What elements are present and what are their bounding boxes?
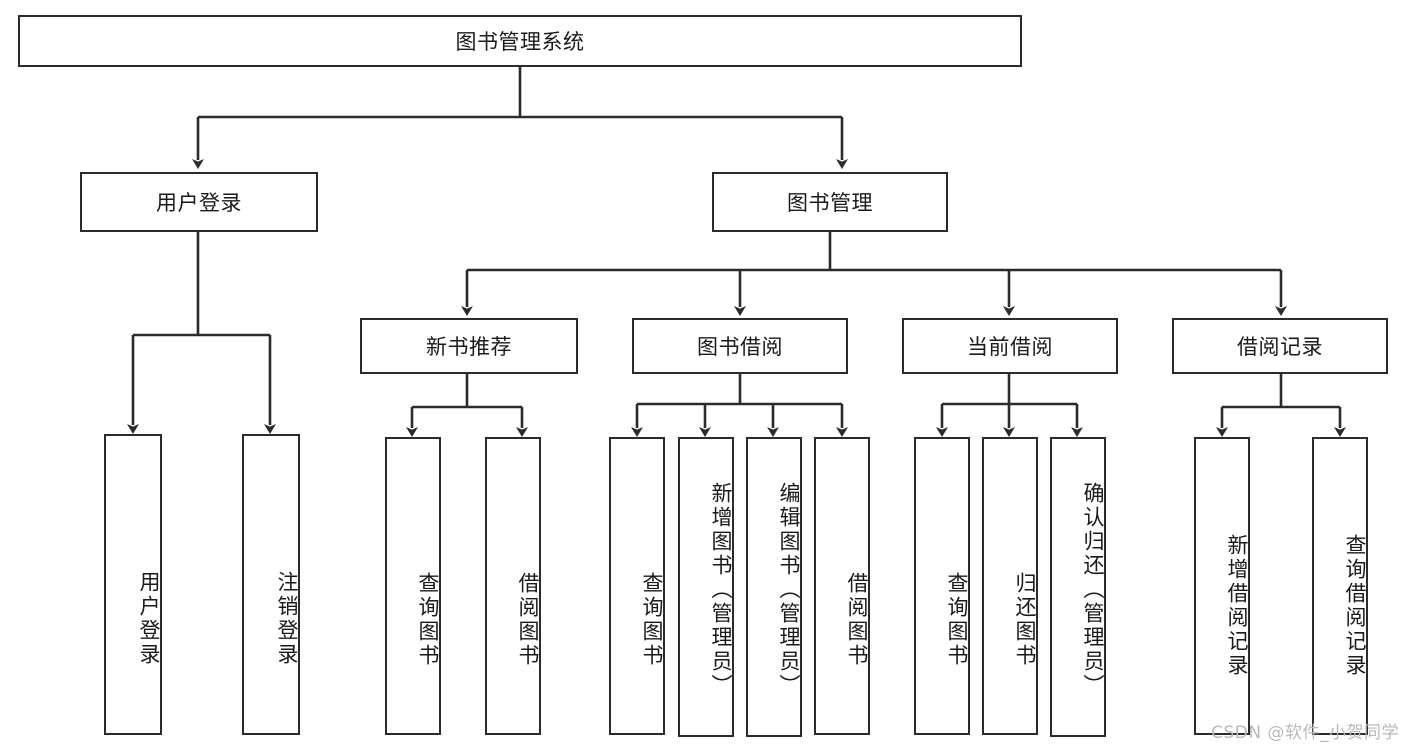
leaf-return-book[interactable]: 归还图书: [982, 437, 1038, 735]
node-root-book-management-system[interactable]: 图书管理系统: [18, 15, 1022, 67]
node-user-login[interactable]: 用户登录: [80, 172, 318, 232]
leaf-edit-book-admin[interactable]: 编辑图书（管理员）: [746, 437, 802, 737]
node-label: 借阅图书: [516, 572, 540, 668]
node-label: 归还图书: [1013, 572, 1037, 668]
leaf-query-book-recommend[interactable]: 查询图书: [385, 437, 441, 735]
node-label: 图书管理系统: [455, 30, 585, 54]
node-label: 编辑图书（管理员）: [777, 482, 801, 698]
node-label: 图书借阅: [697, 335, 783, 359]
leaf-query-borrow-record[interactable]: 查询借阅记录: [1312, 437, 1368, 735]
node-label: 注销登录: [275, 570, 299, 667]
node-label: 新书推荐: [426, 335, 512, 359]
node-label: 图书管理: [787, 191, 873, 215]
node-label: 查询图书: [945, 572, 969, 668]
leaf-add-book-admin[interactable]: 新增图书（管理员）: [678, 437, 734, 737]
node-label: 新增借阅记录: [1225, 534, 1249, 678]
node-label: 用户登录: [137, 570, 161, 667]
node-label: 借阅图书: [845, 572, 869, 668]
node-label: 查询图书: [416, 572, 440, 668]
node-label: 查询图书: [640, 572, 664, 668]
node-borrow-record[interactable]: 借阅记录: [1172, 318, 1388, 374]
leaf-borrow-book-recommend[interactable]: 借阅图书: [485, 437, 541, 735]
node-label: 用户登录: [156, 191, 242, 215]
leaf-add-borrow-record[interactable]: 新增借阅记录: [1194, 437, 1250, 735]
node-book-borrow[interactable]: 图书借阅: [632, 318, 848, 374]
node-current-borrow[interactable]: 当前借阅: [902, 318, 1118, 374]
leaf-confirm-return-admin[interactable]: 确认归还（管理员）: [1050, 437, 1106, 737]
node-label: 确认归还（管理员）: [1081, 482, 1105, 698]
node-label: 查询借阅记录: [1343, 534, 1367, 678]
leaf-user-login[interactable]: 用户登录: [104, 434, 162, 735]
node-label: 当前借阅: [967, 335, 1053, 359]
node-new-book-recommend[interactable]: 新书推荐: [360, 318, 578, 374]
node-book-management[interactable]: 图书管理: [712, 172, 948, 232]
csdn-watermark: CSDN @软件_小贺同学: [1211, 723, 1399, 743]
node-label: 借阅记录: [1237, 335, 1323, 359]
leaf-logout-login[interactable]: 注销登录: [242, 434, 300, 735]
leaf-query-book-current[interactable]: 查询图书: [914, 437, 970, 735]
leaf-query-book-borrow[interactable]: 查询图书: [609, 437, 665, 735]
node-label: 新增图书（管理员）: [709, 482, 733, 698]
leaf-borrow-book-borrow[interactable]: 借阅图书: [814, 437, 870, 735]
